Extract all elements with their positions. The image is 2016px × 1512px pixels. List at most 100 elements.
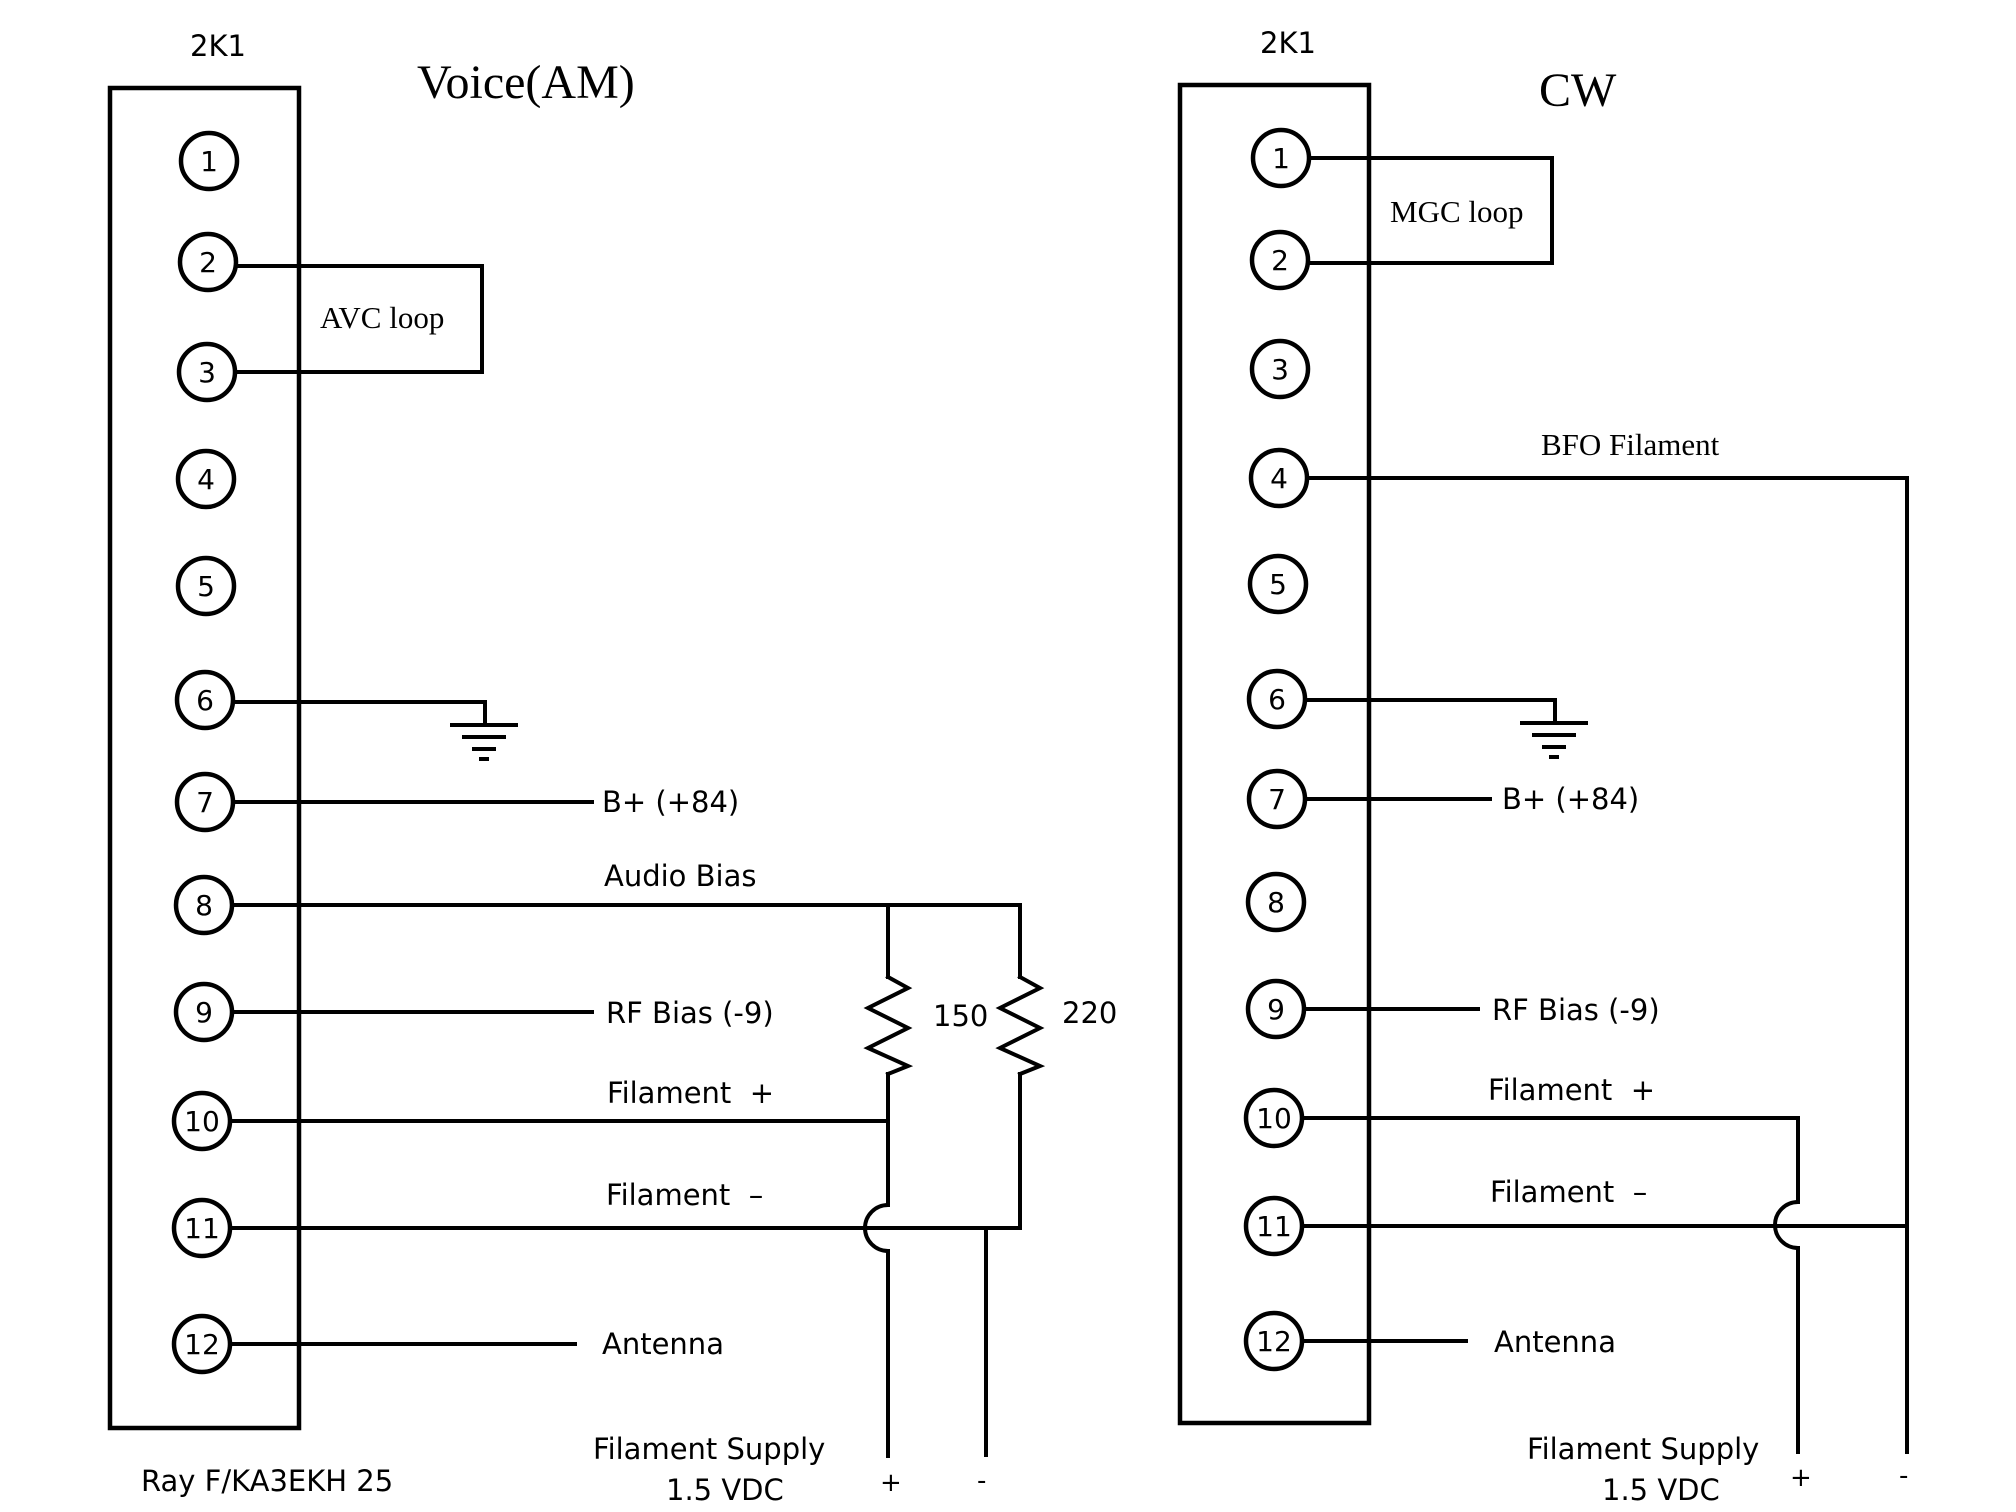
right-pin-4: 4 <box>1248 447 1310 509</box>
right-pin-number: 1 <box>1272 142 1290 175</box>
left-supply-label-line1: Filament Supply <box>593 1432 825 1466</box>
right-pin-number: 8 <box>1267 886 1285 919</box>
right-connector-label: 2K1 <box>1260 26 1316 60</box>
left-pin-circle <box>173 874 235 936</box>
left-pin-6: 6 <box>174 669 236 731</box>
left-pin-number: 3 <box>198 356 216 389</box>
right-pin6-ground-wire <box>1305 698 1557 722</box>
right-pin-number: 9 <box>1267 993 1285 1026</box>
left-pin-number: 1 <box>200 145 218 178</box>
left-ground-icon <box>450 723 518 761</box>
right-pin-circle <box>1247 553 1309 615</box>
left-resistor-220 <box>995 974 1046 1077</box>
right-pin-circle <box>1250 127 1312 189</box>
right-rf-bias-label: RF Bias (-9) <box>1492 993 1660 1027</box>
left-pin-circle <box>171 1197 233 1259</box>
right-supply-label-line2: 1.5 VDC <box>1602 1473 1720 1507</box>
left-pin-12: 12 <box>171 1313 233 1375</box>
right-pin-number: 7 <box>1268 783 1286 816</box>
left-pin-11: 11 <box>171 1197 233 1259</box>
right-b-plus-label: B+ (+84) <box>1502 782 1639 816</box>
right-pin-5: 5 <box>1247 553 1309 615</box>
right-pin-circle <box>1246 668 1308 730</box>
left-pin-number: 5 <box>197 570 215 603</box>
left-pin-circle <box>175 555 237 617</box>
right-supply-plus-sign: + <box>1790 1463 1812 1493</box>
left-pin-circle <box>174 771 236 833</box>
left-pin-9: 9 <box>173 981 235 1043</box>
right-filament-minus-label: Filament – <box>1490 1175 1647 1209</box>
right-pin-6: 6 <box>1246 668 1308 730</box>
right-antenna-label: Antenna <box>1494 1325 1616 1359</box>
right-filament-plus-label: Filament + <box>1488 1073 1655 1107</box>
left-title: Voice(AM) <box>417 56 635 109</box>
right-pin-10: 10 <box>1243 1087 1305 1149</box>
left-pin-number: 10 <box>184 1105 220 1138</box>
left-resistor-220-label: 220 <box>1062 996 1117 1030</box>
cw-panel: 2K1 CW MGC loop BFO Filament B+ (+84) RF… <box>1177 26 1909 1507</box>
right-title: CW <box>1539 64 1617 117</box>
left-pin-3: 3 <box>176 341 238 403</box>
left-supply-label-line2: 1.5 VDC <box>666 1473 784 1507</box>
right-pin-9: 9 <box>1245 978 1307 1040</box>
left-audio-bias-label: Audio Bias <box>604 859 756 893</box>
left-antenna-label: Antenna <box>602 1327 724 1361</box>
right-ground-icon <box>1520 721 1588 759</box>
right-pin-8: 8 <box>1245 871 1307 933</box>
left-pin-circle <box>177 231 239 293</box>
left-filament-plus-label: Filament + <box>607 1076 774 1110</box>
right-mgc-loop-label: MGC loop <box>1390 194 1524 229</box>
right-pin-circle <box>1243 1087 1305 1149</box>
left-pin-circle <box>173 981 235 1043</box>
left-rf-bias-label: RF Bias (-9) <box>606 996 774 1030</box>
right-pin-12: 12 <box>1243 1310 1305 1372</box>
left-supply-minus-sign: - <box>977 1466 986 1496</box>
right-pin-circle <box>1243 1310 1305 1372</box>
left-pin-7: 7 <box>174 771 236 833</box>
right-bfo-filament-label: BFO Filament <box>1541 427 1720 462</box>
left-avc-loop-label: AVC loop <box>320 300 444 335</box>
left-pin-number: 2 <box>199 246 217 279</box>
left-connector-label: 2K1 <box>190 29 246 63</box>
right-pin-circle <box>1245 871 1307 933</box>
right-pin-number: 11 <box>1256 1210 1292 1243</box>
right-pin-circle <box>1246 768 1308 830</box>
right-pin4-bfo-filament-wire <box>1305 476 1909 1454</box>
right-pin-number: 12 <box>1256 1325 1292 1358</box>
left-connector-body <box>107 85 302 1431</box>
left-pin-circle <box>171 1313 233 1375</box>
left-pin-8: 8 <box>173 874 235 936</box>
right-pin-number: 4 <box>1270 462 1288 495</box>
left-pin-number: 11 <box>184 1212 220 1245</box>
right-supply-minus-sign: - <box>1899 1461 1908 1491</box>
left-pin-circle <box>176 341 238 403</box>
left-pin-number: 8 <box>195 889 213 922</box>
right-supply-label-line1: Filament Supply <box>1527 1432 1759 1466</box>
right-pin-circle <box>1248 447 1310 509</box>
right-pin-2: 2 <box>1249 229 1311 291</box>
right-connector-body <box>1177 82 1372 1426</box>
left-pin-circle <box>175 448 237 510</box>
right-pin-number: 5 <box>1269 568 1287 601</box>
right-pin-circle <box>1243 1195 1305 1257</box>
left-pin-number: 4 <box>197 463 215 496</box>
left-pin-number: 9 <box>195 996 213 1029</box>
left-pin-number: 12 <box>184 1328 220 1361</box>
voice-am-panel: 2K1 Voice(AM) AVC loop B+ (+84) <box>107 29 1117 1507</box>
left-pin-circle <box>178 130 240 192</box>
left-pin-2: 2 <box>177 231 239 293</box>
right-pin-11: 11 <box>1243 1195 1305 1257</box>
right-pin-7: 7 <box>1246 768 1308 830</box>
right-pin-number: 2 <box>1271 244 1289 277</box>
left-filament-minus-label: Filament – <box>606 1178 763 1212</box>
right-pin-circle <box>1249 338 1311 400</box>
right-pin-number: 3 <box>1271 353 1289 386</box>
credit-label: Ray F/KA3EKH 25 <box>141 1464 393 1498</box>
left-pin-circle <box>171 1090 233 1152</box>
right-pin-number: 6 <box>1268 683 1286 716</box>
left-avc-loop-box <box>234 264 484 374</box>
